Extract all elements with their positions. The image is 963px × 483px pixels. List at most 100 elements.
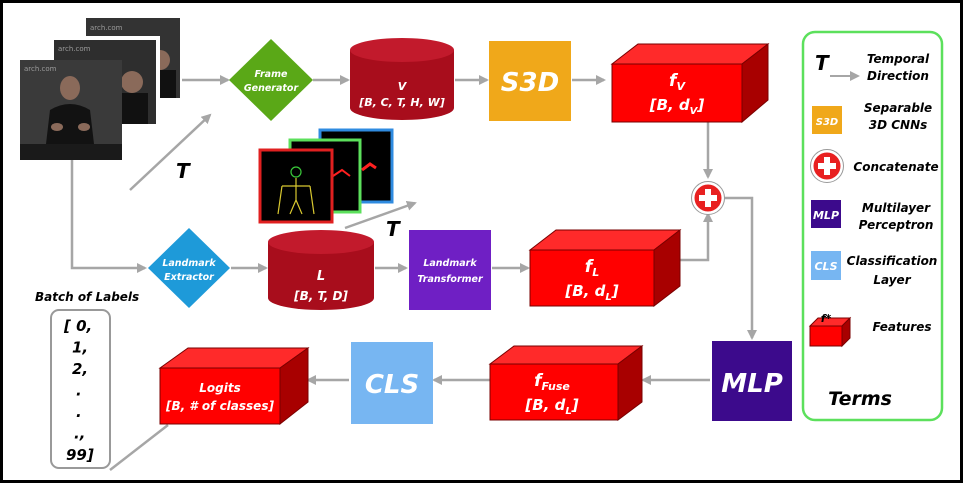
fl-subscript: L — [592, 266, 599, 279]
cls-node: CLS — [351, 342, 433, 424]
fl-feature-box: fL [B, dL] — [528, 228, 682, 308]
legend-s3d-glyph: S3D — [816, 117, 838, 128]
label-value-line: . — [76, 382, 82, 400]
connectors — [70, 75, 757, 471]
l-cylinder-name: L — [317, 269, 325, 284]
s3d-label: S3D — [501, 68, 559, 98]
landmark-frames-stack — [258, 128, 394, 224]
legend-icon-mlp: MLP — [811, 200, 841, 228]
temporal-marker-frames: T — [176, 159, 191, 183]
logits-feature-box: Logits [B, # of classes] — [158, 347, 310, 426]
logits-shape: [B, # of classes] — [165, 399, 274, 413]
labels-box — [50, 309, 111, 469]
frame-watermark: arch.com — [24, 65, 57, 73]
label-value-line: 2, — [72, 360, 88, 378]
legend-s3d-text-1: Separable — [864, 101, 932, 115]
legend-icon-features: f* — [808, 312, 852, 348]
batch-labels-title: Batch of Labels — [35, 290, 139, 304]
legend-features-glyph: f* — [821, 312, 832, 325]
arrow-frames-to-extractor — [70, 160, 147, 273]
concatenate-node — [691, 181, 725, 215]
landmark-extractor-node: Landmark Extractor — [148, 228, 230, 308]
landmark-extractor-label-2: Extractor — [164, 272, 215, 283]
legend-icon-temporal: T — [815, 51, 860, 81]
fv-symbol: f — [669, 71, 679, 91]
temporal-arrow-frames — [129, 113, 212, 191]
temporal-arrow-landmarks — [344, 200, 417, 230]
legend: T S3D MLP CLS f* Temporal Direc — [801, 30, 944, 422]
legend-title: Terms — [828, 388, 892, 410]
label-value-line: . — [76, 403, 82, 421]
legend-cls-text-1: Classification — [847, 254, 938, 268]
legend-mlp-text-2: Perceptron — [859, 218, 934, 232]
arrow-concat-to-mlp — [724, 196, 757, 340]
fl-dim-prefix: [B, d — [564, 282, 605, 300]
ffuse-subscript: Fuse — [542, 380, 571, 393]
landmark-transformer-label-1: Landmark — [423, 258, 477, 269]
fl-symbol: f — [585, 257, 595, 277]
v-cylinder-shape: [B, C, T, H, W] — [358, 96, 445, 109]
ffuse-dim-prefix: [B, d — [524, 396, 565, 414]
cls-label: CLS — [365, 370, 419, 400]
legend-cls-text-2: Layer — [873, 273, 911, 287]
frame-watermark: arch.com — [90, 24, 123, 32]
v-cylinder: V [B, C, T, H, W] — [350, 38, 454, 120]
fl-dim-sub: L — [605, 292, 611, 303]
label-values: [ 0, 1, 2,..., 99] — [63, 317, 94, 464]
svg-text:fFuse: fFuse — [534, 371, 570, 393]
logits-label: Logits — [199, 381, 240, 395]
label-value-line: ., — [74, 425, 85, 443]
l-cylinder-shape: [B, T, D] — [293, 289, 348, 303]
mlp-node: MLP — [712, 341, 792, 421]
legend-icon-cls: CLS — [811, 251, 841, 280]
landmark-transformer-label-2: Transformer — [417, 274, 484, 285]
batch-of-labels: Batch of Labels [ 0, 1, 2,..., 99] — [35, 290, 139, 469]
landmark-extractor-label-1: Landmark — [162, 258, 216, 269]
legend-features-text: Features — [873, 320, 932, 334]
video-frames-stack: arch.com arch.com arch.com — [20, 14, 182, 160]
label-value-line: [ 0, — [63, 317, 92, 335]
video-frame-front: arch.com — [20, 60, 122, 160]
legend-cls-glyph: CLS — [814, 260, 837, 273]
l-cylinder: L [B, T, D] — [268, 230, 374, 310]
fl-dim-suffix: ] — [611, 282, 619, 300]
ffuse-symbol: f — [534, 371, 544, 391]
legend-s3d-text-2: 3D CNNs — [869, 118, 928, 132]
legend-mlp-glyph: MLP — [813, 209, 839, 222]
legend-mlp-text-1: Multilayer — [862, 201, 931, 215]
fv-dim-prefix: [B, d — [649, 96, 690, 114]
ffuse-feature-box: fFuse [B, dL] — [488, 345, 644, 421]
fv-dim-suffix: ] — [696, 96, 704, 114]
legend-temporal-text-1: Temporal — [867, 52, 930, 66]
s3d-node: S3D — [489, 41, 571, 121]
legend-icon-s3d: S3D — [812, 106, 842, 134]
frame-watermark: arch.com — [58, 45, 91, 53]
signer-head — [60, 76, 80, 100]
mlp-label: MLP — [721, 369, 783, 399]
legend-icon-concatenate — [810, 149, 844, 183]
frame-generator-label-2: Generator — [244, 83, 300, 94]
arrow-fl-to-concat — [680, 212, 713, 262]
fv-feature-box: fV [B, dV] — [610, 42, 770, 124]
fv-dim-sub: V — [690, 106, 699, 117]
svg-text:[B, dL]: [B, dL] — [564, 282, 618, 303]
ffuse-dim-sub: L — [565, 406, 571, 417]
svg-text:fL: fL — [585, 257, 599, 279]
frame-generator-node: Frame Generator — [229, 39, 313, 121]
signer-body — [46, 104, 94, 144]
v-cylinder-name: V — [398, 80, 408, 93]
label-value-line: 1, — [72, 339, 88, 357]
svg-text:[B, dV]: [B, dV] — [649, 96, 705, 117]
svg-text:[B, dL]: [B, dL] — [524, 396, 578, 417]
label-value-line: 99] — [66, 446, 94, 464]
frame-generator-label-1: Frame — [255, 69, 288, 80]
temporal-marker-landmarks: T — [386, 217, 401, 241]
ffuse-dim-suffix: ] — [571, 396, 579, 414]
connector-logits-to-labels — [109, 424, 169, 471]
svg-text:fV: fV — [669, 71, 686, 93]
fv-subscript: V — [676, 80, 686, 93]
legend-concat-text: Concatenate — [853, 160, 938, 174]
legend-t-glyph: T — [815, 51, 830, 75]
